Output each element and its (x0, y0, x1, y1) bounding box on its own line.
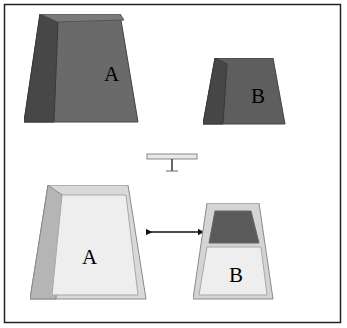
shape-letter: B (229, 265, 243, 286)
shape-letter: B (251, 86, 265, 107)
transparent-frustum: A (30, 185, 148, 301)
frustum-face (40, 14, 124, 22)
frustum-face (199, 247, 267, 295)
frustum-face (209, 211, 259, 243)
frustum-outline (24, 14, 140, 124)
frustum-outline (193, 203, 275, 301)
frustum-face (24, 14, 58, 122)
frustum-face (203, 58, 227, 124)
connector-arrow (149, 231, 201, 232)
balance-symbol (147, 154, 197, 171)
frustum-face (24, 14, 138, 122)
solid-frustum: A (24, 14, 140, 124)
frustum-outline (203, 58, 287, 126)
frame-border (5, 5, 341, 323)
shape-letter: A (82, 247, 97, 268)
frustum-face (30, 185, 146, 299)
frustum-outline (30, 185, 148, 301)
solid-frustum: B (203, 58, 287, 126)
frustum-face (52, 195, 138, 295)
frustum-face (193, 203, 273, 299)
frustum-face (203, 58, 285, 124)
transparent-frustum: B (193, 203, 275, 301)
shape-letter: A (104, 64, 119, 85)
